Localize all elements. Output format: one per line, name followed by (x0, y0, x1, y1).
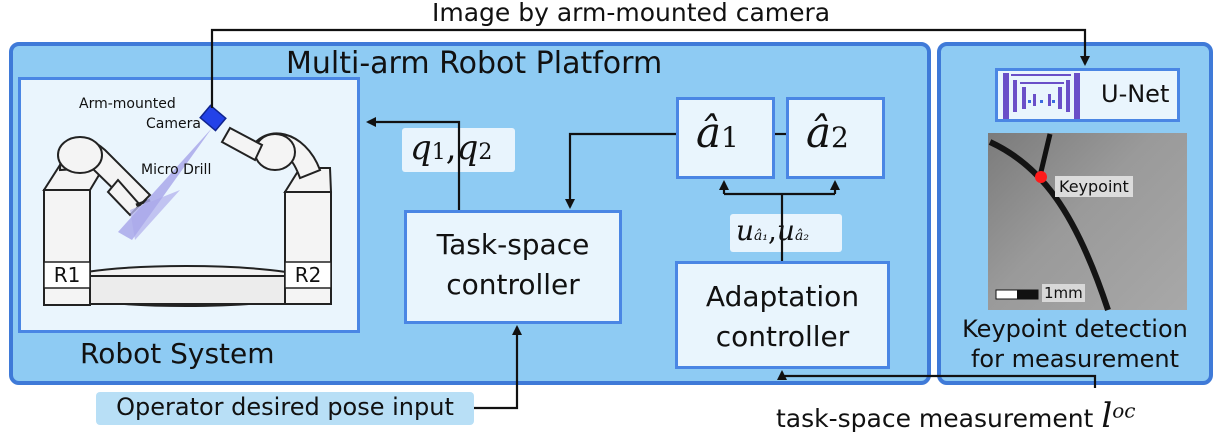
a1-symbol: â1 (696, 108, 739, 157)
micro-drill-label: Micro Drill (141, 162, 212, 178)
camera-label: Camera (146, 116, 201, 132)
task-space-controller-box (404, 210, 622, 324)
keypoint-tag: Keypoint (1055, 176, 1133, 197)
vision-caption-line2: for measurement (970, 345, 1180, 373)
platform-title: Multi-arm Robot Platform (286, 46, 663, 81)
keypoint-marker (1035, 171, 1047, 183)
joint-label: q1,q2 (410, 128, 493, 168)
a1-box (676, 97, 775, 179)
adaptation-controller-line1: Adaptation (705, 280, 860, 313)
camera-icon (199, 104, 227, 132)
unet-label: U-Net (1101, 80, 1170, 108)
scale-label: 1mm (1042, 284, 1085, 302)
operator-input-badge (96, 392, 474, 425)
arm-label-r1: R1 (53, 263, 81, 287)
vision-caption-line1: Keypoint detection (962, 315, 1188, 343)
adaptation-controller-box (675, 261, 890, 369)
arm-label-r2: R2 (294, 263, 322, 287)
adaptation-controller-line2: controller (715, 320, 850, 353)
task-controller-line1: Task-space (436, 228, 590, 261)
top-camera-label: Image by arm-mounted camera (432, 0, 831, 27)
task-controller-line2: controller (446, 268, 580, 301)
robot-system-title: Robot System (80, 337, 275, 370)
arm-mounted-label: Arm-mounted (79, 96, 176, 112)
measurement-label: task-space measurement loc (776, 396, 1136, 436)
a2-symbol: â2 (806, 108, 849, 157)
operator-input-label: Operator desired pose input (116, 393, 454, 421)
a2-box (786, 97, 885, 179)
